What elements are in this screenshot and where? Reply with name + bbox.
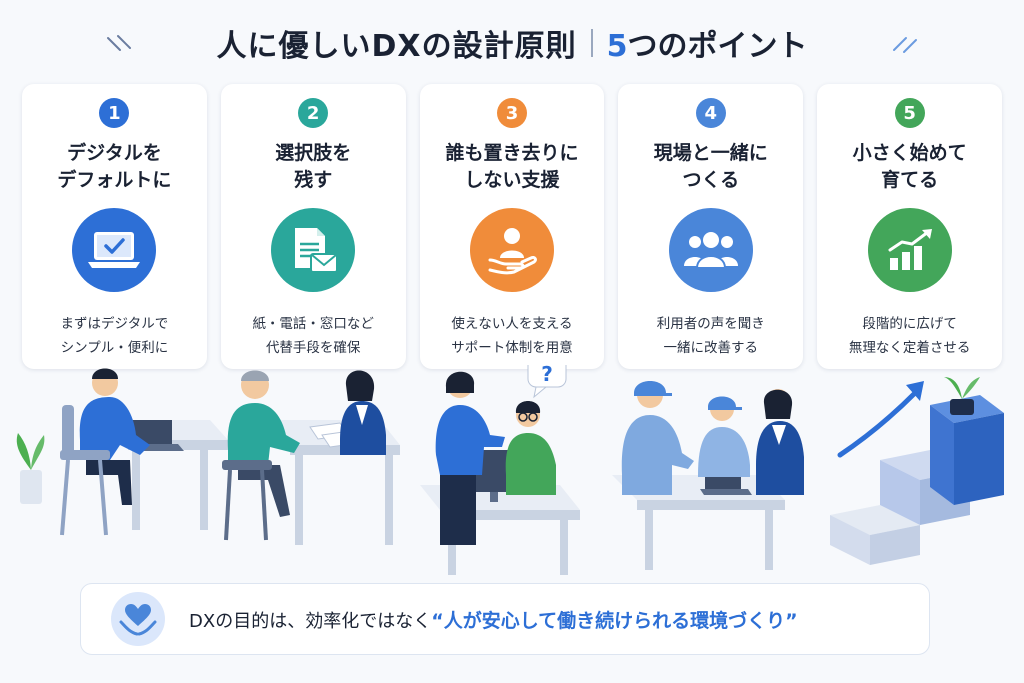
principle-card-2: 2 選択肢を 残す 紙・電話・窓口など 代替手段を確保	[220, 84, 406, 369]
hand-support-icon	[469, 208, 554, 292]
subtitle-text: つのポイント	[627, 29, 808, 64]
card-title: デジタルを デフォルトに	[57, 142, 172, 191]
scene-growth	[830, 377, 1004, 565]
card-description: 紙・電話・窓口など 代替手段を確保	[252, 316, 374, 356]
principle-cards: 1 デジタルを デフォルトに まずはデジタルで シンプル・便利に 2 選択肢を …	[22, 84, 1002, 369]
page-header: 人に優しいDXの設計原則 5つのポイント	[0, 18, 1024, 68]
card-description: 段階的に広げて 無理なく定着させる	[848, 316, 971, 356]
scene-digital-worker	[16, 368, 228, 536]
card-number-badge: 4	[695, 98, 726, 128]
card-title: 小さく始めて 育てる	[852, 142, 967, 191]
sparkle-left-icon	[107, 35, 131, 51]
card-title: 選択肢を 残す	[275, 142, 352, 191]
footer-lead-text: DXの目的は、効率化ではなく	[189, 610, 432, 632]
card-description: 利用者の声を聞き 一緒に改善する	[656, 316, 765, 356]
office-illustration: ?	[16, 365, 1004, 575]
principle-card-3: 3 誰も置き去りに しない支援 使えない人を支える サポート体制を用意	[419, 84, 605, 369]
footer-statement: DXの目的は、効率化ではなく“人が安心して働き続けられる環境づくり”	[189, 606, 798, 633]
card-number-badge: 2	[298, 98, 329, 128]
footer-highlight-text: “人が安心して働き続けられる環境づくり”	[431, 609, 798, 632]
subtitle-number: 5	[606, 29, 628, 64]
card-number-badge: 3	[496, 98, 527, 128]
card-title: 現場と一緒に つくる	[653, 142, 768, 191]
card-title: 誰も置き去りに しない支援	[445, 142, 579, 191]
page-title: 人に優しいDXの設計原則	[216, 29, 577, 64]
card-number-badge: 1	[99, 98, 130, 128]
question-mark: ?	[541, 365, 553, 386]
scene-consultation	[222, 370, 400, 545]
principle-card-4: 4 現場と一緒に つくる 利用者の声を聞き 一緒に改善する	[618, 84, 804, 369]
principle-card-1: 1 デジタルを デフォルトに まずはデジタルで シンプル・便利に	[22, 84, 207, 369]
group-people-icon	[668, 208, 753, 292]
heart-hands-icon	[111, 592, 165, 646]
principle-card-5: 5 小さく始めて 育てる 段階的に広げて 無理なく定着させる	[817, 84, 1002, 369]
card-description: 使えない人を支える サポート体制を用意	[451, 316, 573, 356]
page-subtitle: 5つのポイント	[607, 21, 808, 65]
plant-icon	[16, 433, 45, 504]
sparkle-right-icon	[893, 37, 917, 53]
footer-message: DXの目的は、効率化ではなく“人が安心して働き続けられる環境づくり”	[80, 583, 930, 655]
document-mail-icon	[271, 208, 356, 292]
title-separator	[590, 29, 593, 57]
card-number-badge: 5	[894, 98, 925, 128]
laptop-check-icon	[72, 208, 157, 292]
scene-support: ?	[420, 365, 580, 575]
scene-team	[612, 381, 804, 570]
card-description: まずはデジタルで シンプル・便利に	[60, 316, 169, 356]
growth-chart-icon	[867, 208, 952, 292]
